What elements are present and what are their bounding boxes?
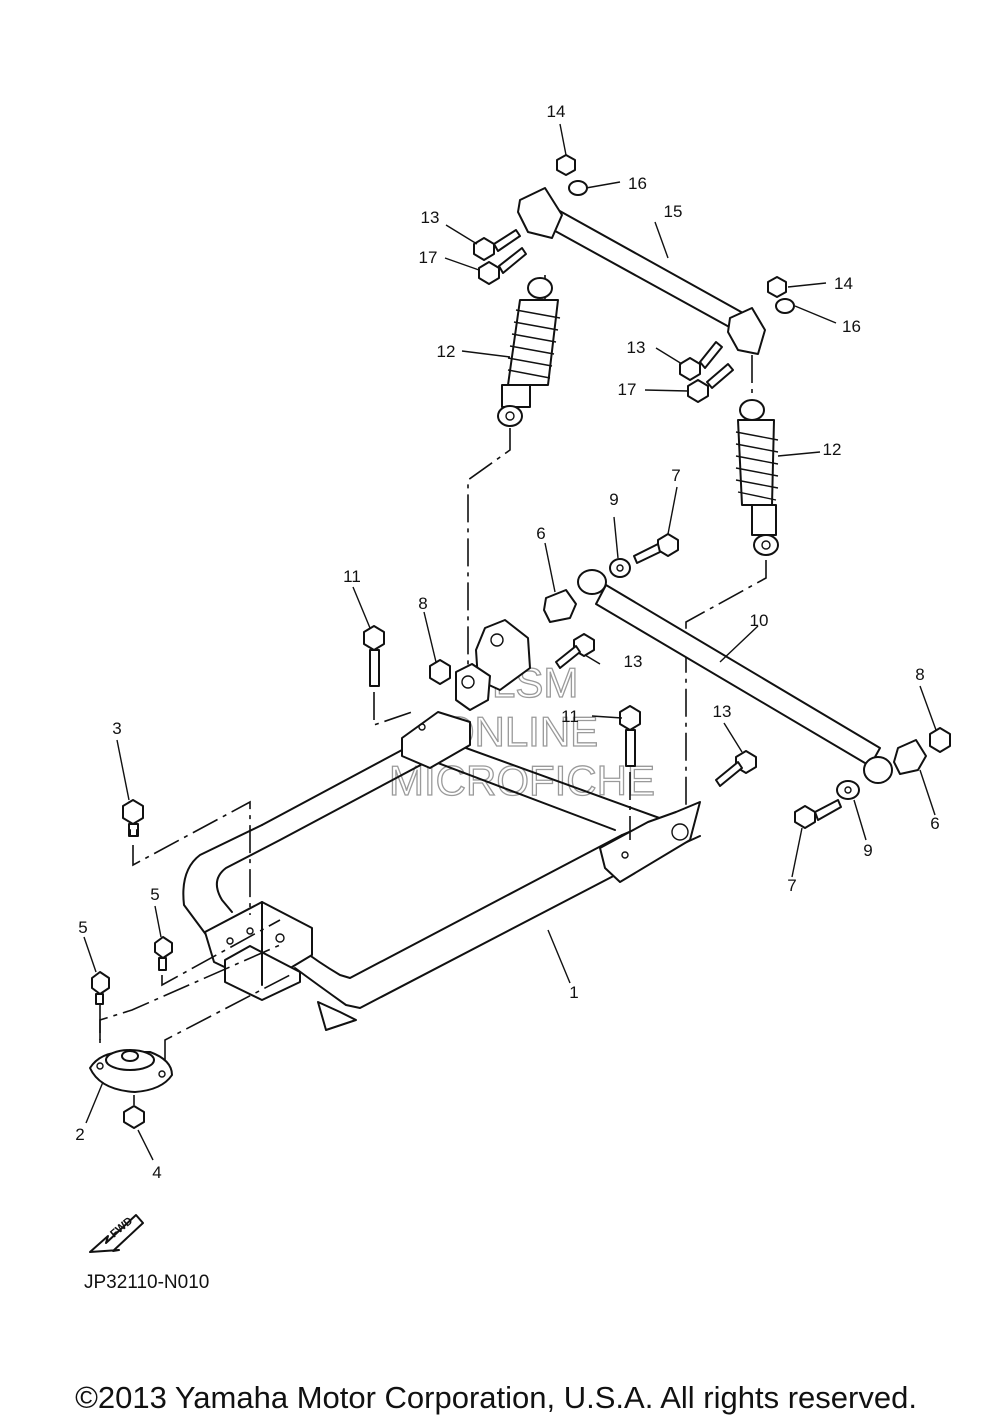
callout-7[interactable]: 7 — [787, 876, 796, 895]
callout-6[interactable]: 6 — [930, 814, 939, 833]
callout-17[interactable]: 17 — [419, 248, 438, 267]
washer-part-16-top[interactable] — [568, 180, 588, 196]
callout-9[interactable]: 9 — [609, 490, 618, 509]
callout-7[interactable]: 7 — [671, 466, 680, 485]
callout-10[interactable]: 10 — [750, 611, 769, 630]
nut-part-8-right[interactable] — [929, 727, 951, 753]
callout-5[interactable]: 5 — [150, 885, 159, 904]
washer-part-16-right[interactable] — [775, 298, 795, 314]
fwd-arrow-icon: FWD — [89, 1214, 144, 1253]
callout-12[interactable]: 12 — [437, 342, 456, 361]
nut-part-14-top[interactable] — [556, 154, 576, 176]
bolt-part-5-right[interactable] — [154, 936, 173, 971]
callout-labels: 14 16 13 17 15 14 16 13 17 12 12 7 9 6 1… — [75, 102, 939, 1182]
nut-part-14-right[interactable] — [767, 276, 787, 298]
nut-part-4[interactable] — [123, 1105, 145, 1129]
engine-mount-part-2[interactable] — [89, 1049, 173, 1093]
callout-15[interactable]: 15 — [664, 202, 683, 221]
nut-part-8-left[interactable] — [429, 659, 451, 685]
callout-1[interactable]: 1 — [569, 983, 578, 1002]
bushing-part-6-right[interactable] — [893, 739, 927, 775]
bolt-part-13-right[interactable] — [715, 750, 757, 787]
callout-2[interactable]: 2 — [75, 1125, 84, 1144]
callout-8[interactable]: 8 — [418, 594, 427, 613]
callout-13[interactable]: 13 — [713, 702, 732, 721]
bolt-part-13-mid[interactable] — [679, 341, 723, 381]
bolt-part-17-mid[interactable] — [687, 363, 734, 403]
callout-16[interactable]: 16 — [842, 317, 861, 336]
leader-lines — [83, 123, 937, 1161]
callout-13[interactable]: 13 — [421, 208, 440, 227]
bolt-part-7-top[interactable] — [633, 533, 679, 564]
callout-12[interactable]: 12 — [823, 440, 842, 459]
lateral-rod-part-10[interactable] — [577, 569, 893, 784]
bolt-part-7-bottom[interactable] — [794, 799, 842, 829]
copyright-notice: ©2013 Yamaha Motor Corporation, U.S.A. A… — [75, 1380, 917, 1415]
callout-9[interactable]: 9 — [863, 841, 872, 860]
frame-part-1[interactable] — [182, 711, 701, 1031]
callout-16[interactable]: 16 — [628, 174, 647, 193]
shock-absorber-part-12-left[interactable] — [497, 277, 561, 427]
callout-13[interactable]: 13 — [627, 338, 646, 357]
callout-5[interactable]: 5 — [78, 918, 87, 937]
callout-11[interactable]: 11 — [561, 707, 579, 726]
bolt-part-11-right[interactable] — [619, 705, 641, 767]
center-bracket[interactable] — [455, 619, 531, 711]
bushing-part-6-left[interactable] — [543, 589, 577, 623]
crossbar-part-15[interactable] — [517, 187, 766, 355]
bolt-part-3[interactable] — [122, 799, 144, 837]
callout-13[interactable]: 13 — [624, 652, 643, 671]
bolt-part-5-left[interactable] — [91, 971, 110, 1005]
washer-part-9-left[interactable] — [609, 558, 631, 578]
callout-6[interactable]: 6 — [536, 524, 545, 543]
bolt-part-11-left[interactable] — [363, 625, 385, 687]
callout-3[interactable]: 3 — [112, 719, 121, 738]
washer-part-9-right[interactable] — [836, 780, 860, 800]
callout-4[interactable]: 4 — [152, 1163, 161, 1182]
diagram-code: JP32110-N010 — [84, 1272, 209, 1293]
shock-absorber-part-12-right[interactable] — [735, 399, 779, 556]
bolt-part-17-top[interactable] — [478, 247, 527, 285]
bolt-part-13-center[interactable] — [555, 633, 595, 669]
callout-11[interactable]: 11 — [343, 567, 361, 586]
bolt-part-13-top[interactable] — [473, 229, 521, 261]
callout-17[interactable]: 17 — [618, 380, 637, 399]
assembly-lines — [99, 275, 767, 1105]
callout-14[interactable]: 14 — [547, 102, 566, 121]
callout-8[interactable]: 8 — [915, 665, 924, 684]
callout-14[interactable]: 14 — [834, 274, 853, 293]
